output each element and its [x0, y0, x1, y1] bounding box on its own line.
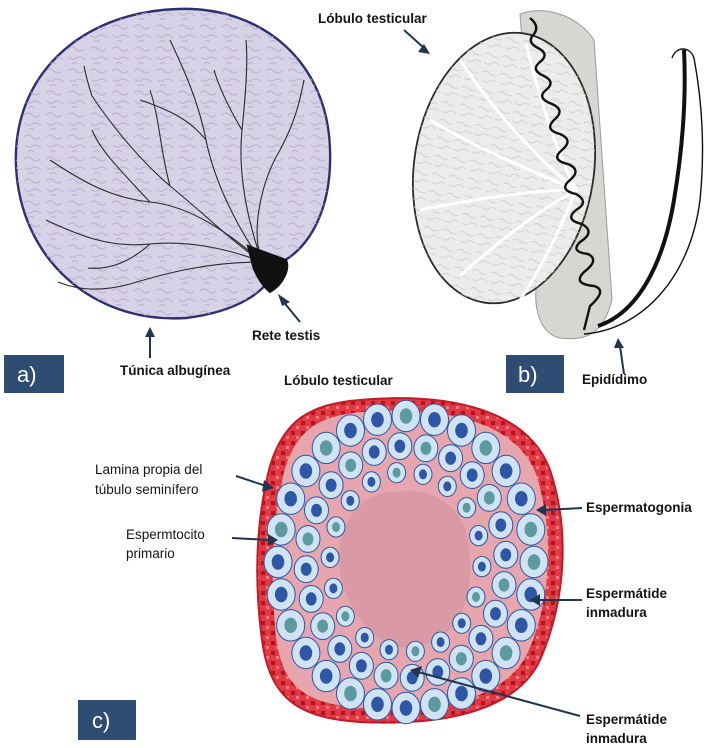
germ-cell-nucleus — [525, 522, 538, 537]
germ-cell-nucleus — [411, 646, 419, 656]
germ-cell-nucleus — [472, 592, 480, 602]
germ-cell-nucleus — [515, 618, 528, 633]
germ-cell-nucleus — [275, 522, 288, 537]
germ-cell-nucleus — [437, 637, 445, 647]
arrow-lamina — [236, 476, 266, 486]
arrow-lobulo-b — [404, 30, 424, 48]
germ-cell-nucleus — [326, 552, 334, 562]
label-espermatide-1-line2: inmadura — [586, 605, 647, 620]
germ-cell-nucleus — [528, 554, 541, 569]
label-espermatocito-line1: Espermtocito — [126, 527, 205, 542]
germ-cell-nucleus — [445, 452, 456, 465]
germ-cell-nucleus — [484, 491, 495, 504]
label-lamina-line1: Lamina propia del — [95, 462, 202, 477]
germ-cell-nucleus — [515, 491, 528, 506]
germ-cell-nucleus — [344, 686, 357, 701]
label-lamina-line2: túbulo seminífero — [95, 482, 199, 497]
germ-cell-nucleus — [306, 592, 317, 605]
label-tunica-albuginea: Túnica albugínea — [120, 363, 231, 378]
germ-cell-nucleus — [344, 423, 357, 438]
germ-cell-nucleus — [475, 531, 483, 541]
germ-cell-nucleus — [400, 700, 413, 715]
germ-cell-nucleus — [495, 519, 506, 532]
germ-cell-nucleus — [301, 563, 312, 576]
panel-c-letter: c) — [92, 708, 110, 733]
germ-cell-nucleus — [320, 440, 333, 455]
germ-cell-nucleus — [356, 659, 367, 672]
germ-cell-nucleus — [346, 496, 354, 506]
label-epididimo: Epidídimo — [582, 372, 647, 387]
label-espermatogonia: Espermatogonia — [586, 500, 692, 515]
label-rete-testis: Rete testis — [252, 328, 320, 343]
germ-cell-nucleus — [300, 645, 313, 660]
label-espermatide-2-line2: inmadura — [586, 731, 647, 746]
germ-cell-nucleus — [369, 445, 380, 458]
label-lobulo-testicular-c: Lóbulo testicular — [284, 373, 394, 388]
germ-cell-nucleus — [381, 669, 392, 682]
germ-cell-nucleus — [300, 463, 313, 478]
germ-cell-nucleus — [345, 459, 356, 472]
panel-a: Rete testis Túnica albugínea a) — [4, 9, 330, 393]
label-espermatide-2-line1: Espermátide — [586, 712, 668, 727]
germ-cell-nucleus — [480, 668, 493, 683]
germ-cell-nucleus — [499, 578, 510, 591]
label-espermatocito-line2: primario — [126, 546, 175, 561]
label-lobulo-testicular-b: Lóbulo testicular — [318, 11, 428, 26]
germ-cell-nucleus — [332, 522, 340, 532]
germ-cell-nucleus — [394, 440, 405, 453]
germ-cell-nucleus — [272, 554, 285, 569]
germ-cell-nucleus — [480, 440, 493, 455]
germ-cell-nucleus — [421, 442, 432, 455]
germ-cell-nucleus — [456, 652, 467, 665]
germ-cell-nucleus — [478, 562, 486, 572]
germ-cell-nucleus — [455, 686, 468, 701]
panel-b: Lóbulo testicular Epidídimo b) — [318, 11, 702, 393]
germ-cell-nucleus — [490, 607, 501, 620]
germ-cell-nucleus — [455, 423, 468, 438]
germ-cell-nucleus — [463, 503, 471, 513]
germ-cell-nucleus — [458, 618, 466, 628]
label-espermatide-1-line1: Espermátide — [586, 586, 668, 601]
panel-c: Lóbulo testicular Lamina propia del túbu… — [78, 373, 692, 746]
germ-cell-nucleus — [385, 645, 393, 655]
germ-cell-nucleus — [428, 412, 441, 427]
germ-cell-nucleus — [329, 583, 337, 593]
germ-cell-nucleus — [317, 620, 328, 633]
germ-cell-nucleus — [284, 618, 297, 633]
germ-cell-nucleus — [361, 633, 369, 643]
germ-cell-nucleus — [500, 463, 513, 478]
germ-cell-nucleus — [400, 408, 413, 423]
germ-cell-nucleus — [393, 468, 401, 478]
germ-cell-nucleus — [467, 469, 478, 482]
germ-cell-nucleus — [419, 469, 427, 479]
germ-cell-nucleus — [371, 412, 384, 427]
panel-b-letter: b) — [518, 362, 538, 387]
germ-cell-nucleus — [320, 668, 333, 683]
germ-cell-nucleus — [371, 697, 384, 712]
germ-cell-nucleus — [428, 697, 441, 712]
germ-cell-nucleus — [311, 504, 322, 517]
germ-cell-nucleus — [367, 477, 375, 487]
germ-cell-nucleus — [284, 491, 297, 506]
germ-cell-nucleus — [500, 645, 513, 660]
germ-cell-nucleus — [275, 587, 288, 602]
germ-cell-nucleus — [500, 548, 511, 561]
germ-cell-nucleus — [326, 479, 337, 492]
germ-cell-nucleus — [341, 611, 349, 621]
germ-cell-nucleus — [303, 532, 314, 545]
germ-cell-nucleus — [476, 632, 487, 645]
arrow-epididimo — [620, 346, 624, 374]
panel-a-letter: a) — [17, 362, 37, 387]
germ-cell-nucleus — [443, 481, 451, 491]
germ-cell-nucleus — [334, 642, 345, 655]
